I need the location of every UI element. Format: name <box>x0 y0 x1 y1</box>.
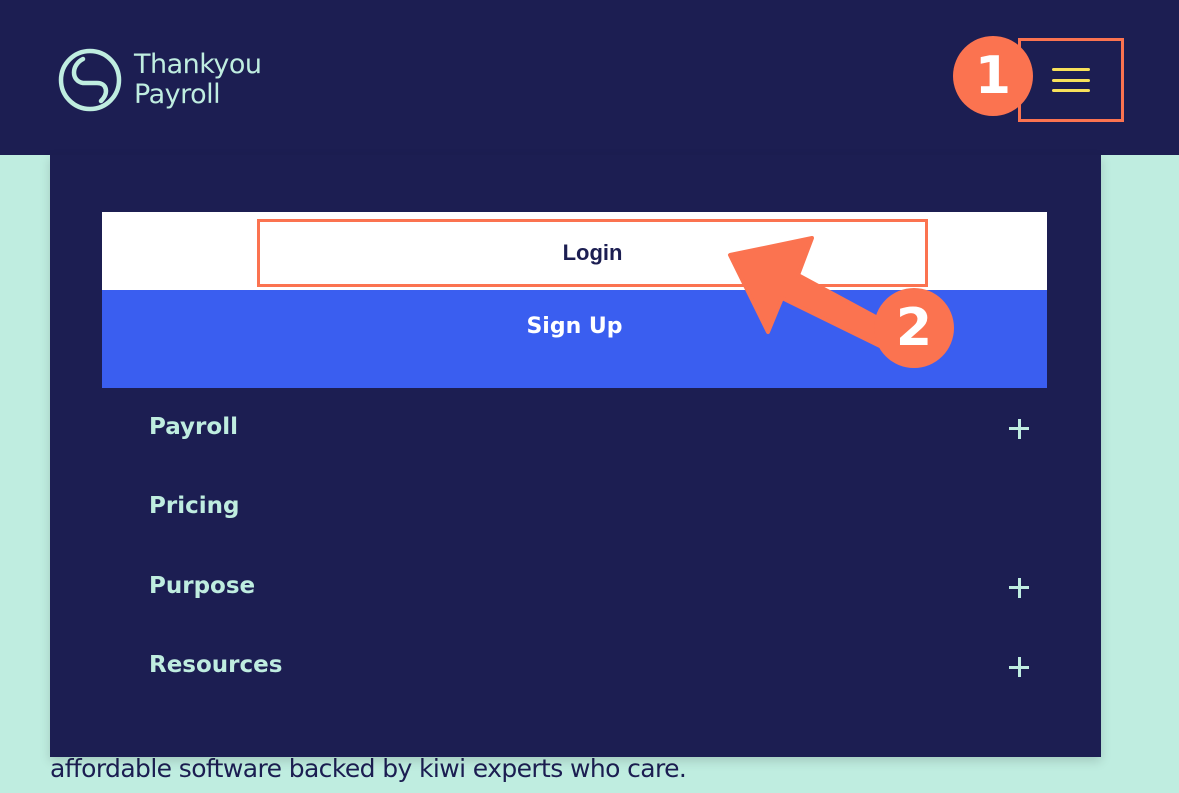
hero-tagline: affordable software backed by kiwi exper… <box>50 754 687 783</box>
nav-item-label: Resources <box>149 652 283 679</box>
thankyou-logo-icon <box>58 48 122 112</box>
annotation-step-1-badge: 1 <box>953 36 1033 116</box>
brand-name: Thankyou Payroll <box>134 50 262 110</box>
nav-item-label: Purpose <box>149 572 256 599</box>
brand-line-2: Payroll <box>134 79 221 110</box>
login-row: Login <box>102 212 1047 290</box>
plus-icon[interactable] <box>1009 657 1029 678</box>
login-button[interactable]: Login <box>257 219 928 287</box>
hamburger-icon <box>1052 68 1090 92</box>
nav-menu: Payroll Pricing Purpose Resources <box>149 387 1029 705</box>
plus-icon[interactable] <box>1009 418 1029 439</box>
brand-line-1: Thankyou <box>134 49 262 80</box>
nav-item-resources[interactable]: Resources <box>149 626 1029 706</box>
annotation-step-2-badge: 2 <box>874 288 954 368</box>
nav-item-label: Payroll <box>149 413 238 440</box>
mobile-nav-dropdown: Login Sign Up Payroll Pricing Purpose Re… <box>50 155 1101 757</box>
plus-icon[interactable] <box>1009 577 1029 598</box>
nav-item-pricing[interactable]: Pricing <box>149 467 1029 547</box>
hamburger-menu-button[interactable] <box>1018 38 1124 122</box>
site-header: Thankyou Payroll 1 <box>0 0 1179 155</box>
logo[interactable]: Thankyou Payroll <box>57 47 262 113</box>
nav-item-purpose[interactable]: Purpose <box>149 546 1029 626</box>
nav-item-label: Pricing <box>149 493 240 520</box>
nav-item-payroll[interactable]: Payroll <box>149 387 1029 467</box>
